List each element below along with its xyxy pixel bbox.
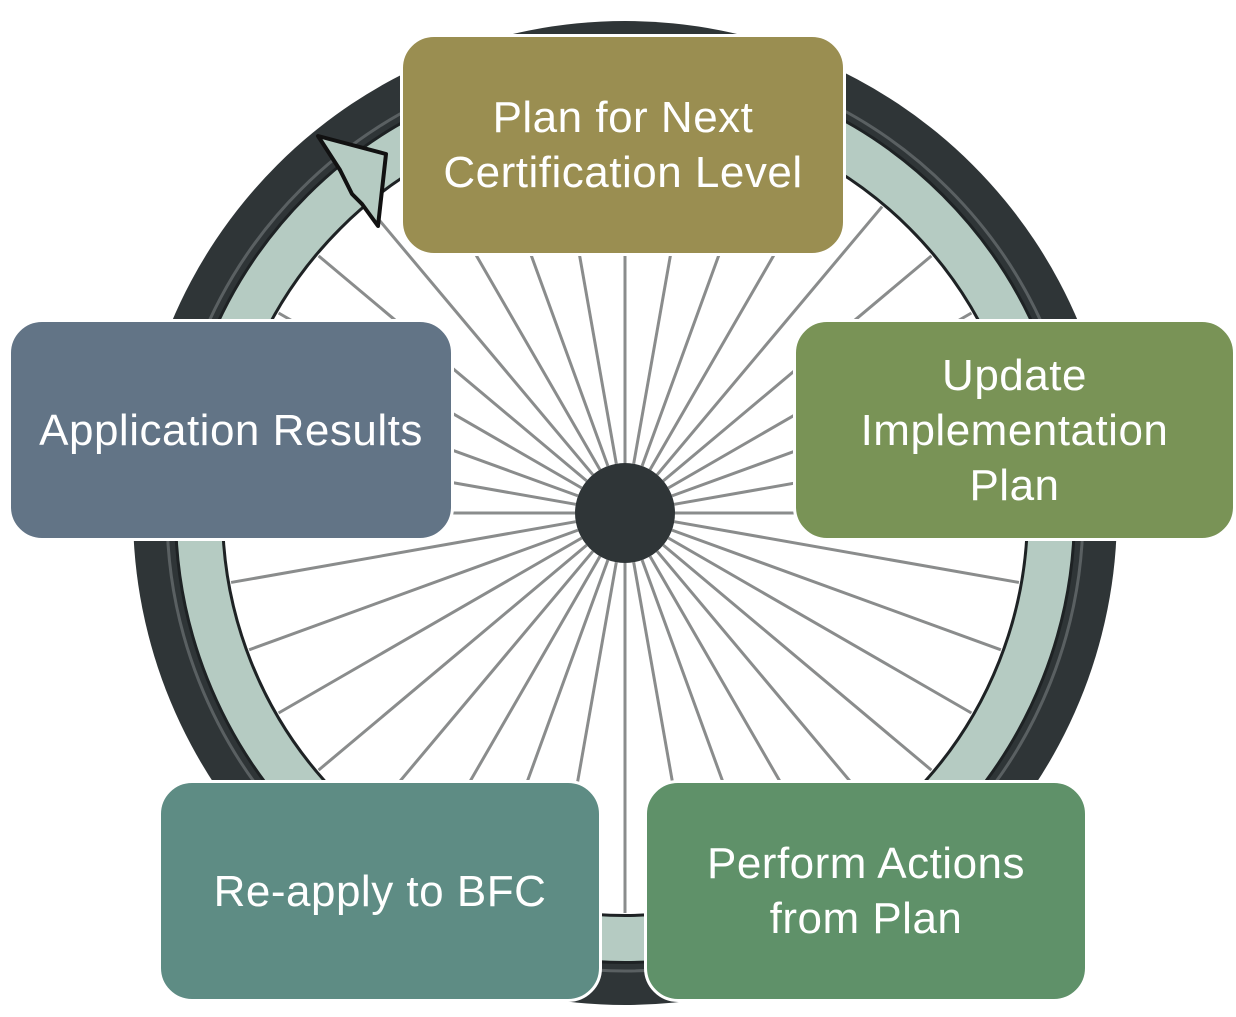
spoke: [673, 520, 1020, 584]
spoke: [662, 543, 933, 772]
spoke: [366, 205, 595, 476]
spoke: [317, 543, 588, 772]
spoke: [366, 550, 595, 821]
step-reapply-to-bfc: Re-apply to BFC: [158, 780, 602, 1002]
step-update-implementation-plan: Update Implementation Plan: [793, 319, 1236, 541]
cycle-arrowhead: [316, 134, 388, 228]
spoke: [667, 536, 973, 715]
step-plan-next-certification-level: Plan for Next Certification Level: [400, 34, 846, 256]
spoke: [655, 550, 884, 821]
wheel-hub: [575, 463, 675, 563]
spoke: [655, 205, 884, 476]
spoke: [230, 520, 577, 584]
step-application-results: Application Results: [8, 319, 454, 541]
spoke: [277, 536, 583, 715]
step-perform-actions-from-plan: Perform Actions from Plan: [644, 780, 1088, 1002]
spoke: [248, 528, 579, 652]
spoke: [671, 528, 1002, 652]
